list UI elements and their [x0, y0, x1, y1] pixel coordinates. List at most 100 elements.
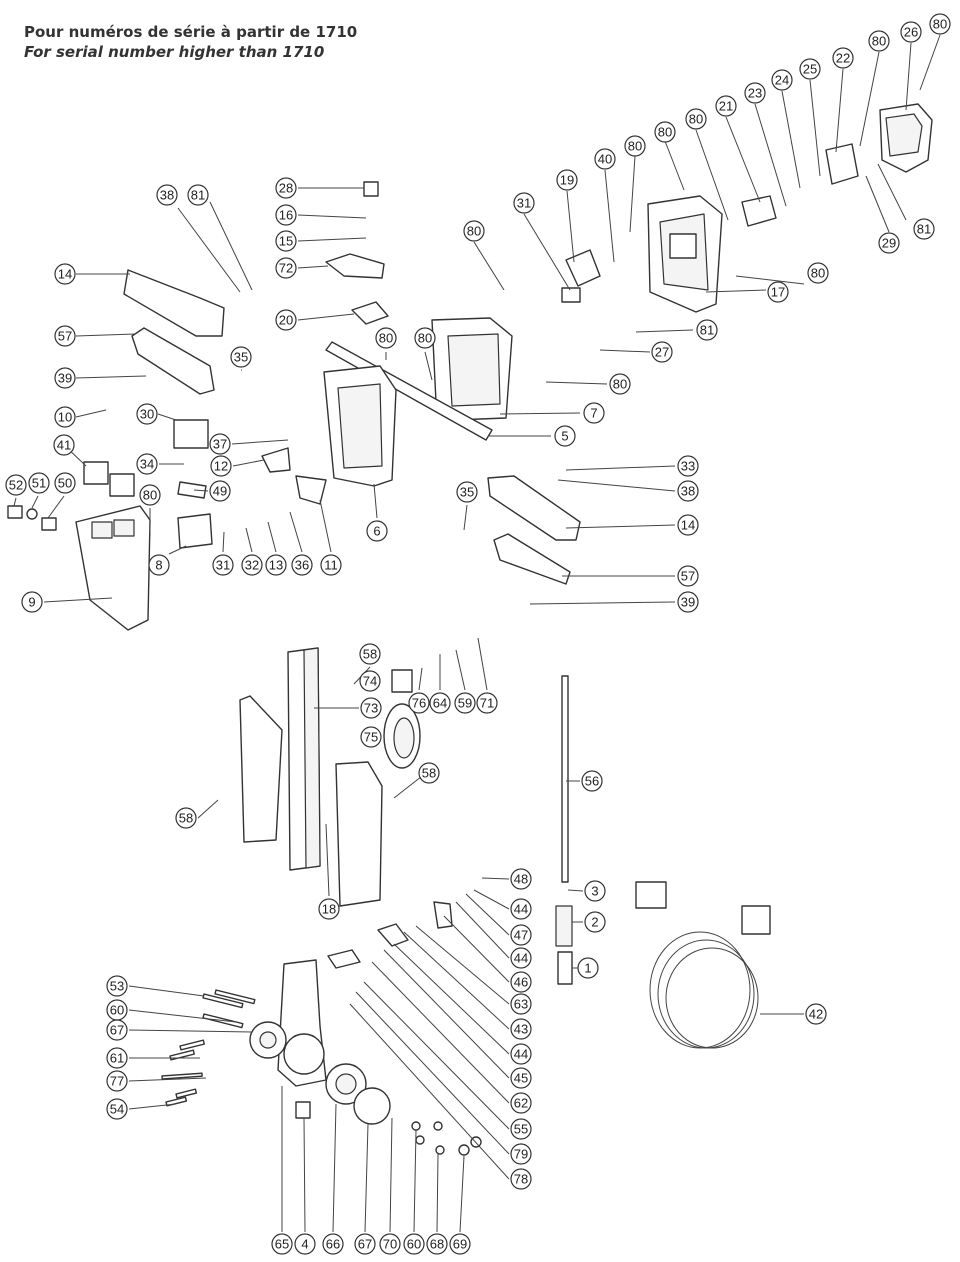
callout-80: 80: [868, 30, 890, 52]
svg-text:8: 8: [155, 558, 162, 573]
callout-45: 45: [510, 1067, 532, 1089]
callout-14: 14: [677, 514, 699, 536]
callout-1: 1: [577, 957, 599, 979]
callout-57: 57: [54, 325, 76, 347]
svg-text:23: 23: [748, 86, 762, 101]
part-tube-5: [325, 341, 493, 441]
part-handle-14-left: [123, 269, 225, 337]
callout-55: 55: [510, 1118, 532, 1140]
svg-text:10: 10: [58, 410, 72, 425]
callout-25: 25: [799, 58, 821, 80]
callout-10: 10: [54, 406, 76, 428]
svg-text:73: 73: [364, 701, 378, 716]
callout-37: 37: [209, 433, 231, 455]
svg-text:69: 69: [453, 1237, 467, 1252]
callout-20: 20: [275, 309, 297, 331]
callout-40: 40: [594, 148, 616, 170]
part-63: [377, 923, 409, 947]
callout-69: 69: [449, 1233, 471, 1255]
callout-35: 35: [456, 481, 478, 503]
svg-text:37: 37: [213, 437, 227, 452]
part-4: [295, 1101, 311, 1119]
callout-81: 81: [913, 218, 935, 240]
callout-71: 71: [476, 692, 498, 714]
svg-text:45: 45: [514, 1071, 528, 1086]
part-washers-bottom: [411, 1121, 482, 1156]
callout-81: 81: [696, 319, 718, 341]
callout-57: 57: [677, 565, 699, 587]
svg-text:47: 47: [514, 928, 528, 943]
svg-text:43: 43: [514, 1022, 528, 1037]
callout-35: 35: [230, 346, 252, 368]
svg-text:80: 80: [658, 125, 672, 140]
part-74: [391, 669, 413, 693]
part-rail-18: [335, 761, 383, 907]
svg-text:57: 57: [58, 329, 72, 344]
part-62: [327, 949, 361, 969]
svg-text:35: 35: [460, 485, 474, 500]
svg-text:33: 33: [681, 459, 695, 474]
svg-text:49: 49: [213, 484, 227, 499]
callout-72: 72: [275, 257, 297, 279]
callout-24: 24: [771, 69, 793, 91]
svg-text:80: 80: [933, 17, 947, 32]
callout-81: 81: [187, 184, 209, 206]
callout-46: 46: [510, 971, 532, 993]
part-31-top: [561, 287, 581, 303]
svg-text:79: 79: [514, 1147, 528, 1162]
callout-43: 43: [510, 1018, 532, 1040]
part-lever-72: [325, 253, 385, 279]
callout-26: 26: [900, 21, 922, 43]
callout-68: 68: [426, 1233, 448, 1255]
callout-77: 77: [106, 1070, 128, 1092]
svg-text:22: 22: [836, 51, 850, 66]
svg-text:19: 19: [560, 173, 574, 188]
part-20: [351, 301, 389, 325]
callout-61: 61: [106, 1047, 128, 1069]
svg-text:18: 18: [322, 902, 336, 917]
svg-text:31: 31: [216, 558, 230, 573]
callout-42: 42: [805, 1003, 827, 1025]
callout-15: 15: [275, 230, 297, 252]
svg-text:34: 34: [140, 457, 154, 472]
callout-14: 14: [54, 263, 76, 285]
callout-31: 31: [513, 192, 535, 214]
svg-text:44: 44: [514, 951, 528, 966]
svg-text:81: 81: [700, 323, 714, 338]
svg-text:25: 25: [803, 62, 817, 77]
callout-6: 6: [366, 520, 388, 542]
part-21: [741, 195, 777, 227]
svg-text:52: 52: [9, 478, 23, 493]
svg-text:27: 27: [655, 345, 669, 360]
leader-lines: [13, 34, 941, 1233]
part-bracket-57-right: [493, 533, 571, 585]
svg-text:36: 36: [295, 558, 309, 573]
callout-22: 22: [832, 47, 854, 69]
svg-text:54: 54: [110, 1102, 124, 1117]
title-english: For serial number higher than 1710: [24, 43, 325, 61]
part-column-73: [287, 647, 321, 871]
svg-text:78: 78: [514, 1172, 528, 1187]
svg-text:58: 58: [422, 766, 436, 781]
svg-text:38: 38: [681, 484, 695, 499]
svg-text:44: 44: [514, 1047, 528, 1062]
callout-79: 79: [510, 1143, 532, 1165]
callout-11: 11: [320, 554, 342, 576]
callout-28: 28: [275, 177, 297, 199]
part-49: [177, 481, 207, 499]
callout-30: 30: [136, 403, 158, 425]
svg-text:42: 42: [809, 1007, 823, 1022]
part-bracket-57-left: [131, 327, 215, 395]
svg-text:58: 58: [179, 811, 193, 826]
part-switch-41: [83, 461, 135, 497]
callout-31: 31: [212, 554, 234, 576]
callout-16: 16: [275, 204, 297, 226]
svg-text:17: 17: [771, 285, 785, 300]
part-sleeve-1: [557, 951, 573, 985]
svg-text:46: 46: [514, 975, 528, 990]
callout-76: 76: [408, 692, 430, 714]
svg-text:9: 9: [28, 595, 35, 610]
svg-text:72: 72: [279, 261, 293, 276]
callout-56: 56: [581, 770, 603, 792]
svg-text:80: 80: [379, 331, 393, 346]
